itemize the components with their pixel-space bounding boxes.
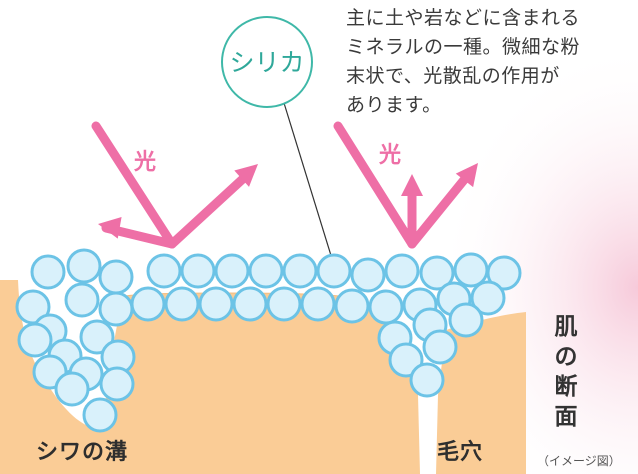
silica-particle bbox=[146, 253, 182, 289]
skin-label-char: の bbox=[554, 344, 578, 370]
silica-pointer-line bbox=[283, 102, 334, 263]
silica-particle bbox=[350, 257, 386, 293]
silica-particle bbox=[164, 286, 200, 322]
skin-label-char: 肌 bbox=[554, 314, 578, 340]
silica-particle bbox=[98, 291, 134, 327]
silica-particle bbox=[79, 319, 115, 355]
arrowhead-left-a bbox=[98, 216, 122, 239]
skin-label-char: 断 bbox=[554, 374, 578, 400]
silica-particle bbox=[486, 255, 522, 291]
silica-particle bbox=[64, 282, 100, 318]
silica-particle bbox=[99, 366, 135, 402]
silica-particle bbox=[82, 397, 118, 433]
silica-particle bbox=[368, 289, 404, 325]
silica-particle bbox=[248, 253, 284, 289]
arrowhead-right-b bbox=[455, 163, 478, 188]
silica-particle bbox=[470, 280, 506, 316]
wrinkle-groove-label: シワの溝 bbox=[36, 440, 129, 465]
silica-circle bbox=[221, 16, 313, 108]
silica-particle bbox=[214, 253, 250, 289]
image-caption: （イメージ図） bbox=[537, 454, 621, 468]
silica-particle bbox=[334, 288, 370, 324]
silica-particle bbox=[66, 248, 102, 284]
arrowhead-right-a bbox=[401, 174, 423, 196]
light-label-left: 光 bbox=[133, 150, 156, 175]
silica-particle bbox=[409, 362, 445, 398]
skin-section-label: 肌 の 断 面 bbox=[546, 312, 586, 432]
silica-particle bbox=[54, 371, 90, 407]
silica-particles bbox=[15, 248, 522, 433]
description-line-3: 末状で、光散乱の作用が bbox=[346, 65, 560, 87]
silica-particle bbox=[266, 286, 302, 322]
silica-particle bbox=[130, 286, 166, 322]
reflected-light-ray-right-b bbox=[407, 170, 473, 249]
light-arrows bbox=[91, 121, 478, 249]
silica-particle bbox=[316, 253, 352, 289]
silica-particle bbox=[232, 286, 268, 322]
incoming-light-ray-right bbox=[333, 121, 417, 249]
description-line-1: 主に土や岩などに含まれる bbox=[346, 7, 581, 29]
silica-particle bbox=[388, 342, 424, 378]
silica-particle bbox=[282, 253, 318, 289]
pore-label: 毛穴 bbox=[437, 440, 484, 465]
silica-particle bbox=[422, 329, 458, 365]
silica-label: シリカ bbox=[229, 48, 304, 77]
description-line-2: ミネラルの一種。微細な粉 bbox=[346, 36, 581, 58]
reflected-light-ray-left-b bbox=[167, 171, 251, 249]
incoming-light-ray-left bbox=[91, 121, 177, 249]
silica-particle bbox=[384, 253, 420, 289]
silica-particle bbox=[98, 259, 134, 295]
silica-particle bbox=[300, 286, 336, 322]
silica-particle bbox=[198, 286, 234, 322]
silica-description: 主に土や岩などに含まれる ミネラルの一種。微細な粉 末状で、光散乱の作用が あり… bbox=[346, 4, 636, 120]
description-line-4: あります。 bbox=[346, 94, 442, 116]
silica-particle bbox=[419, 255, 455, 291]
silica-particle bbox=[30, 254, 66, 290]
silica-particle bbox=[448, 302, 484, 338]
arrowhead-left-b bbox=[234, 164, 258, 187]
silica-particle bbox=[180, 253, 216, 289]
skin-label-char: 面 bbox=[554, 404, 578, 430]
silica-particle bbox=[453, 252, 489, 288]
light-label-right: 光 bbox=[378, 143, 401, 168]
silica-particle bbox=[17, 322, 53, 358]
